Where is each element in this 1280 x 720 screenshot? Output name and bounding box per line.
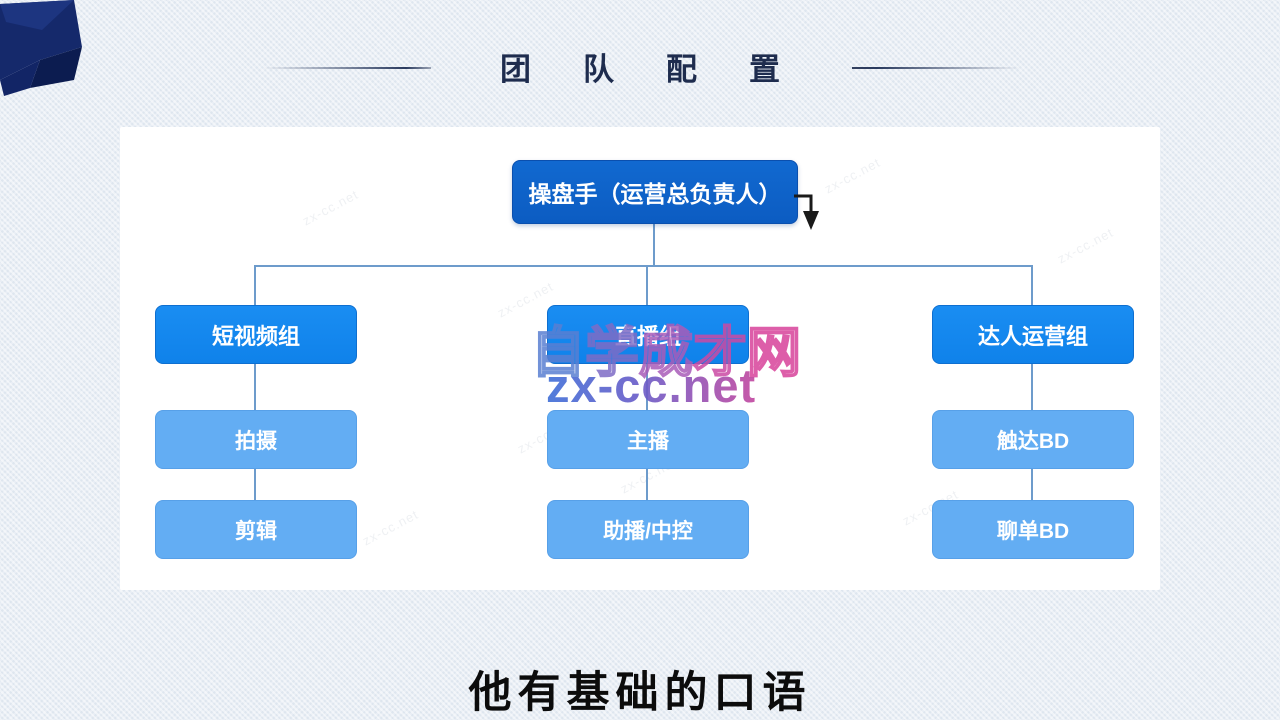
org-node-group-short-video: 短视频组 <box>155 305 357 364</box>
video-subtitle: 他有基础的口语 <box>468 670 812 717</box>
connector-col1-sub1 <box>254 362 256 410</box>
watermark-char: 网 <box>746 322 802 384</box>
org-node-chat-bd: 聊单BD <box>932 500 1134 559</box>
pointer-arrow-icon <box>794 194 819 230</box>
connector-col3-sub1 <box>1031 362 1033 410</box>
connector-horizontal <box>254 265 1033 267</box>
title-divider-left <box>263 67 431 69</box>
connector-root-down <box>653 222 655 266</box>
org-node-assistant: 助播/中控 <box>547 500 749 559</box>
site-watermark-url: zx-cc.net <box>546 359 757 412</box>
org-node-group-live: 直播组 <box>547 305 749 364</box>
watermark-char: 才 <box>692 322 748 384</box>
watermark-char: 学 <box>584 322 640 384</box>
org-node-editing: 剪辑 <box>155 500 357 559</box>
org-node-root: 操盘手（运营总负责人） <box>512 160 798 224</box>
org-node-anchor: 主播 <box>547 410 749 469</box>
watermark-char: 自 <box>530 322 586 384</box>
title-divider-right <box>852 67 1020 69</box>
corner-ribbon-decoration <box>0 0 82 96</box>
site-watermark-name: 自学成才网 <box>530 308 802 387</box>
watermark-char: 成 <box>638 322 694 384</box>
connector-col1-down <box>254 265 256 305</box>
connector-col2-sub1 <box>646 362 648 410</box>
connector-col1-sub2 <box>254 467 256 500</box>
org-node-group-influencer: 达人运营组 <box>932 305 1134 364</box>
page-title: 团队配置 <box>500 52 832 87</box>
org-node-reach-bd: 触达BD <box>932 410 1134 469</box>
connector-col3-down <box>1031 265 1033 305</box>
connector-col2-sub2 <box>646 467 648 500</box>
connector-col3-sub2 <box>1031 467 1033 500</box>
org-node-shooting: 拍摄 <box>155 410 357 469</box>
connector-col2-down <box>646 265 648 305</box>
